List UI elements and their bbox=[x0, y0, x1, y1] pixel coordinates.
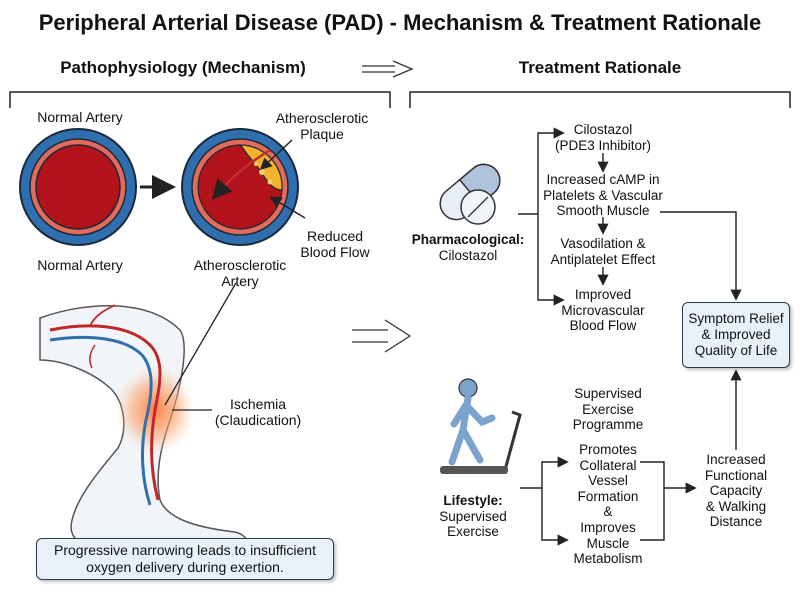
normal-artery-bottom-label: Normal Artery bbox=[37, 257, 123, 273]
treadmill-icon bbox=[440, 378, 522, 474]
collateral-node: Promotes Collateral Vessel Formation bbox=[577, 442, 639, 504]
right-bracket bbox=[409, 91, 791, 108]
pharmacological-label-bold: Pharmacological: bbox=[411, 232, 525, 247]
supervised-programme-node: Supervised Exercise Programme bbox=[572, 386, 644, 433]
normal-artery-top-label: Normal Artery bbox=[37, 109, 123, 125]
left-bracket bbox=[9, 91, 391, 108]
camp-node: Increased cAMP in Platelets & Vascular S… bbox=[543, 172, 663, 219]
atherosclerotic-artery-icon bbox=[181, 128, 299, 246]
pharmacological-label-drug: Cilostazol bbox=[438, 247, 498, 263]
normal-artery-icon bbox=[19, 128, 137, 246]
pharmacological-label: Pharmacological: Cilostazol bbox=[408, 232, 528, 263]
vasodilation-node: Vasodilation & Antiplatelet Effect bbox=[550, 236, 656, 267]
cilostazol-node: Cilostazol (PDE3 Inhibitor) bbox=[554, 122, 652, 153]
ampersand-connector: & bbox=[603, 504, 613, 519]
atherosclerotic-artery-label: Atherosclerotic Artery bbox=[193, 257, 287, 290]
page-title: Peripheral Arterial Disease (PAD) - Mech… bbox=[38, 10, 762, 35]
lifestyle-label: Lifestyle: Supervised Exercise bbox=[418, 493, 528, 540]
ischemia-label: Ischemia (Claudication) bbox=[214, 396, 302, 429]
plaque-label: Atherosclerotic Plaque bbox=[275, 110, 369, 143]
capsule-icon bbox=[439, 163, 501, 225]
lifestyle-label-bold: Lifestyle: bbox=[443, 493, 503, 508]
mechanism-summary-box: Progressive narrowing leads to insuffici… bbox=[36, 538, 334, 580]
treatment-header: Treatment Rationale bbox=[518, 58, 682, 77]
pathophysiology-header: Pathophysiology (Mechanism) bbox=[60, 58, 306, 77]
muscle-metabolism-node: Improves Muscle Metabolism bbox=[573, 520, 643, 567]
lifestyle-label-detail: Supervised Exercise bbox=[439, 508, 507, 540]
reduced-flow-label: Reduced Blood Flow bbox=[300, 228, 370, 261]
microvascular-node: Improved Microvascular Blood Flow bbox=[561, 287, 645, 334]
symptom-relief-box: Symptom Relief & Improved Quality of Lif… bbox=[682, 302, 790, 368]
middle-arrow-icon bbox=[352, 319, 412, 353]
header-arrow-icon bbox=[362, 60, 414, 78]
functional-capacity-node: Increased Functional Capacity & Walking … bbox=[704, 452, 768, 530]
